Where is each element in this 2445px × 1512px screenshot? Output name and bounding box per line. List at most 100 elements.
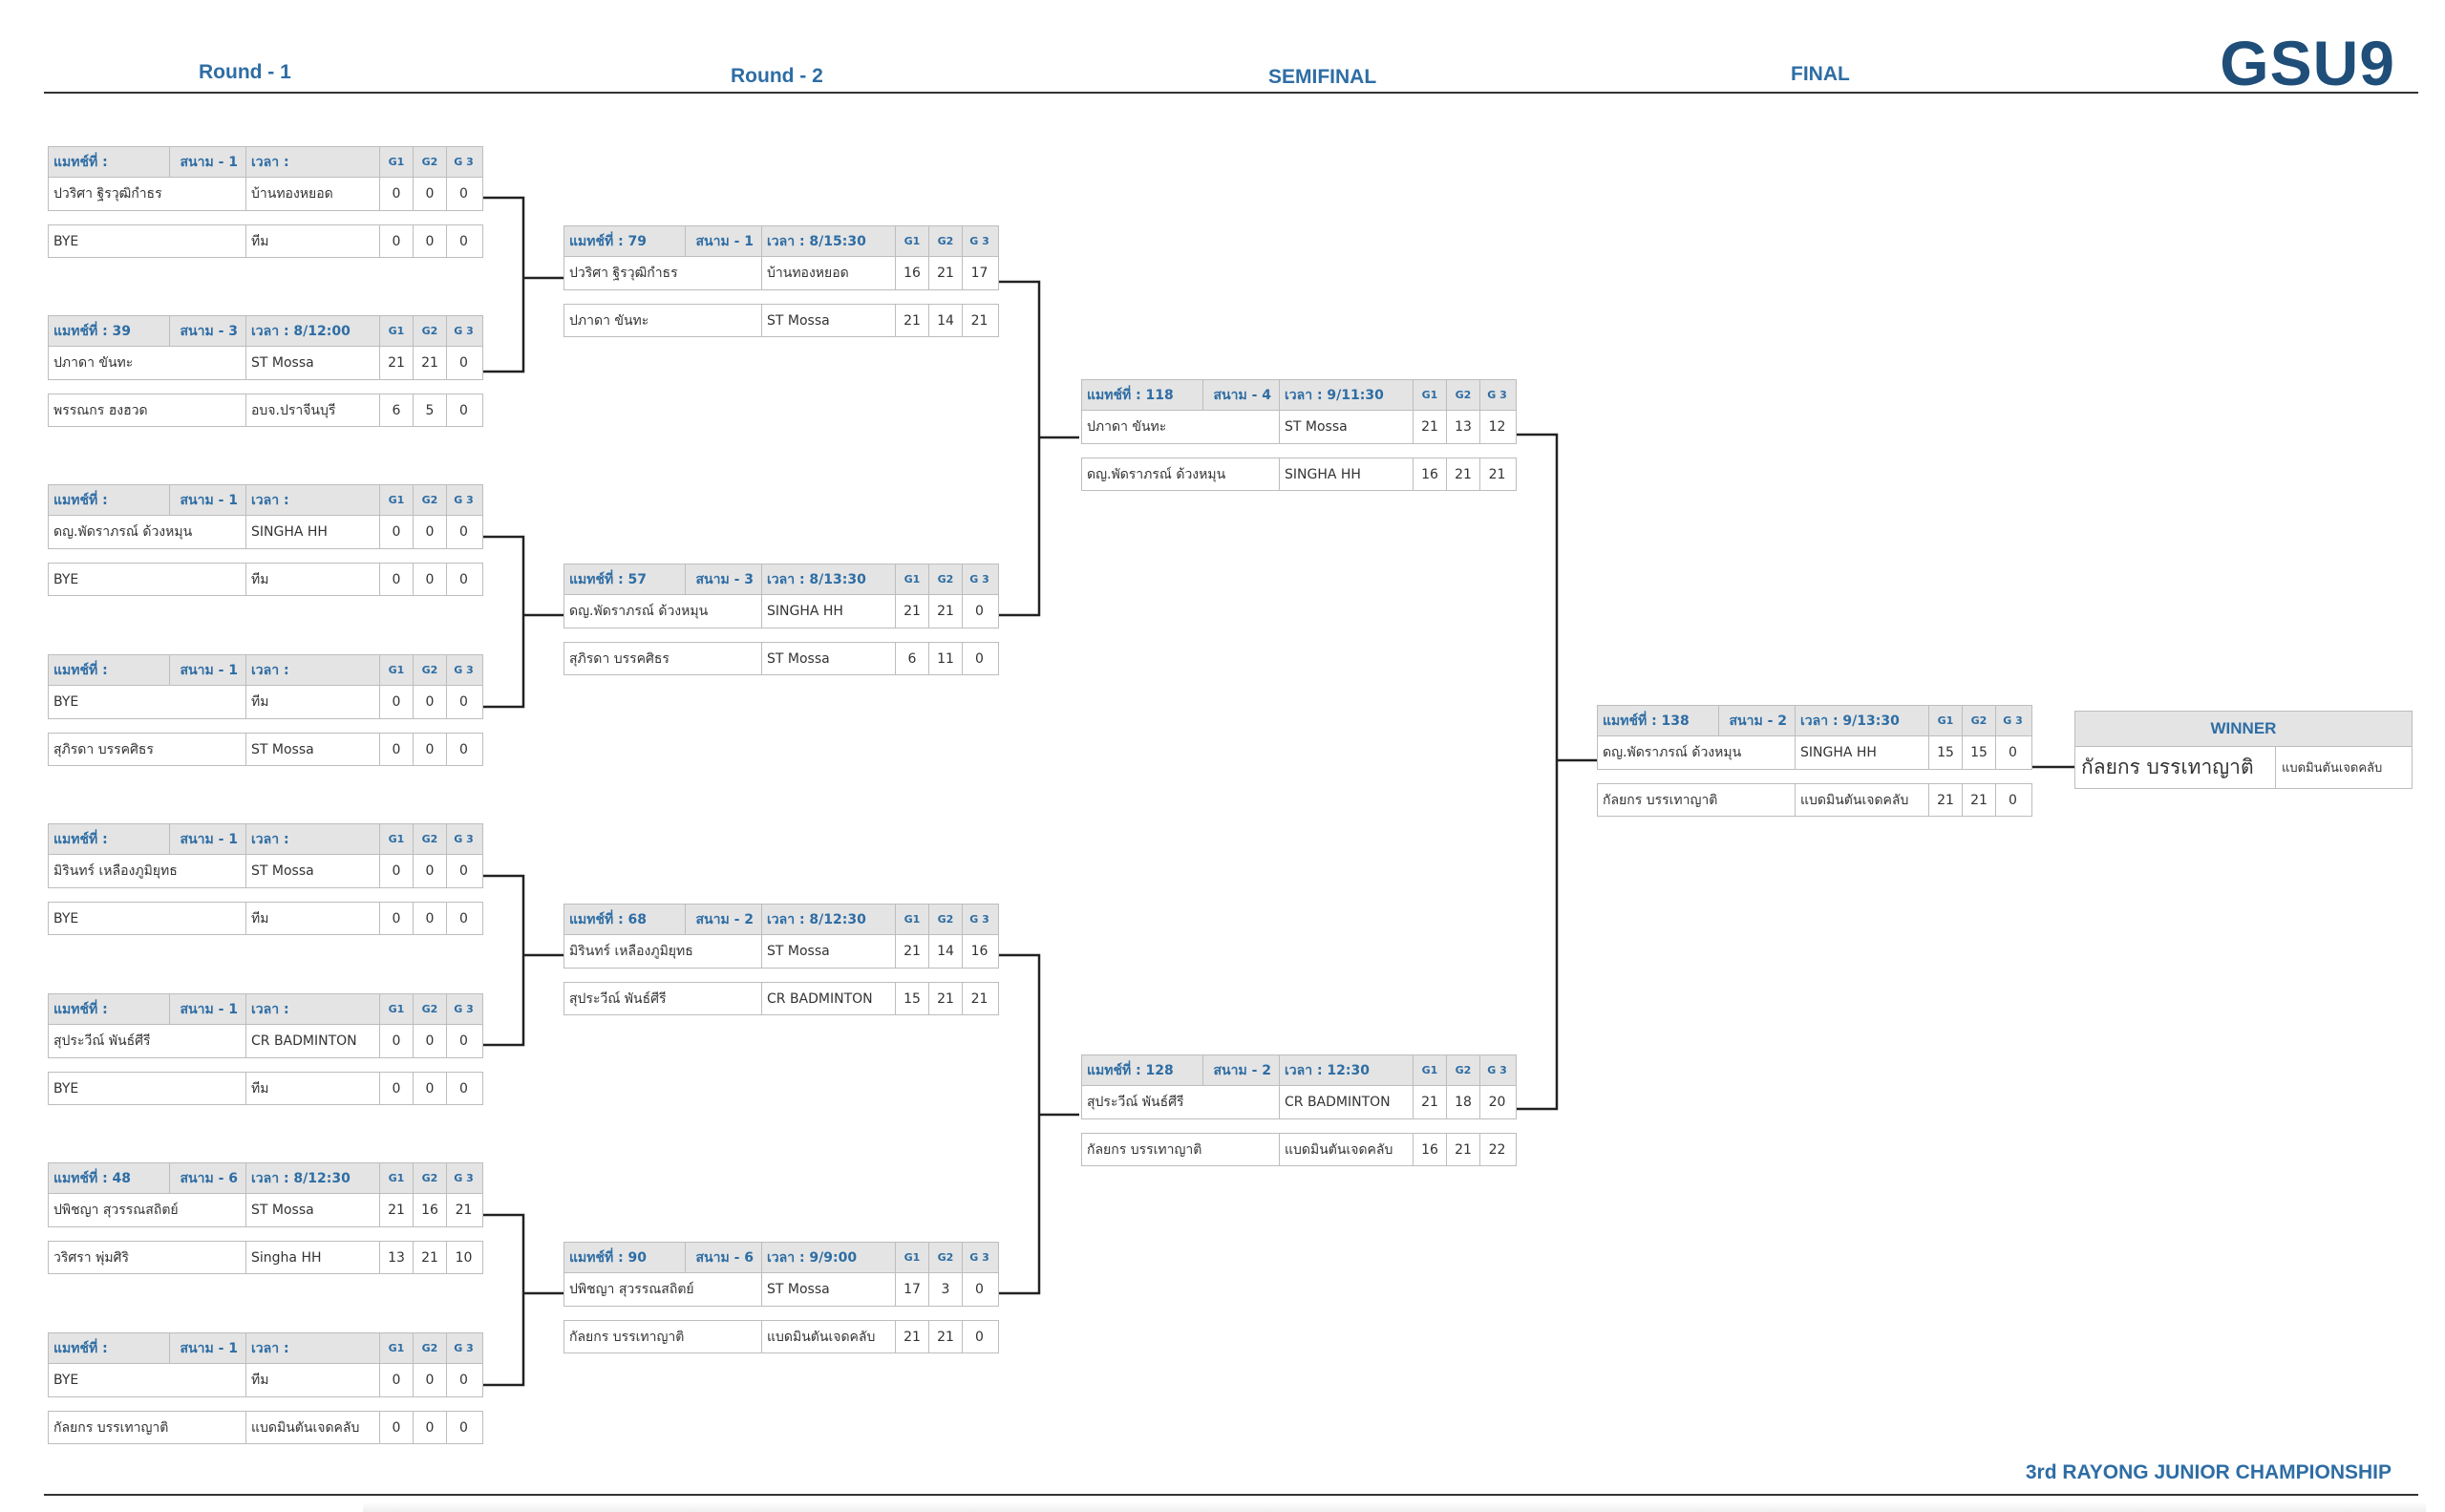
player-row: ปภาดา ขันทะ ST Mossa 21 21 0 (48, 347, 483, 380)
match-number: แมทช์ที่ : 48 (49, 1163, 170, 1193)
player-name: สุภิรดา บรรคศิธร (564, 643, 762, 674)
championship-footer: 3rd RAYONG JUNIOR CHAMPIONSHIP (2025, 1461, 2392, 1483)
player-name: สุประวีณ์ พันธ์ศีรี (564, 983, 762, 1014)
player-team: ทีม (246, 903, 380, 934)
player-team: ST Mossa (762, 1273, 896, 1306)
match-r2-4: แมทช์ที่ : 90 สนาม - 6 เวลา : 9/9:00 G1 … (563, 1242, 999, 1353)
match-header: แมทช์ที่ : 39 สนาม - 3 เวลา : 8/12:00 G1… (48, 315, 483, 347)
player-name: BYE (49, 1364, 246, 1396)
score-g3: 0 (459, 355, 468, 371)
match-header: แมทช์ที่ : สนาม - 1 เวลา : G1 G2 G 3 (48, 1332, 483, 1364)
score-g3: 21 (970, 990, 989, 1007)
player-row: BYE ทีม 0 0 0 (48, 224, 483, 258)
winner-row: กัลยกร บรรเทาญาติ แบดมินตันเจดคลับ (2074, 747, 2413, 789)
final-header: FINAL (1791, 63, 1850, 85)
connector-r1-b (483, 535, 525, 709)
match-header: แมทช์ที่ : 57 สนาม - 3 เวลา : 8/13:30 G1… (563, 564, 999, 595)
match-r1-2: แมทช์ที่ : 39 สนาม - 3 เวลา : 8/12:00 G1… (48, 315, 483, 427)
player-row: BYE ทีม 0 0 0 (48, 1072, 483, 1105)
score-g3: 0 (2009, 745, 2017, 760)
g1-label: G1 (896, 226, 929, 256)
g2-label: G2 (414, 316, 447, 346)
score-g1: 0 (380, 1073, 414, 1104)
score-g1: 21 (1929, 784, 1963, 816)
score-g2: 14 (929, 935, 963, 968)
score-g3: 0 (975, 650, 984, 667)
g3-label: G 3 (454, 156, 474, 168)
score-g3: 0 (2009, 792, 2017, 808)
match-number: แมทช์ที่ : 79 (564, 226, 686, 256)
match-time: เวลา : (246, 824, 380, 854)
g2-label: G2 (414, 1333, 447, 1363)
player-team: Singha HH (246, 1242, 380, 1273)
player-name: กัลยกร บรรเทาญาติ (1598, 784, 1796, 816)
match-header: แมทช์ที่ : 138 สนาม - 2 เวลา : 9/13:30 G… (1597, 705, 2032, 736)
player-row: ดญ.พัดราภรณ์ ด้วงหมุน SINGHA HH 0 0 0 (48, 516, 483, 549)
connector-r1-c (483, 874, 525, 1047)
score-g2: 0 (414, 1025, 447, 1057)
player-name: ดญ.พัดราภรณ์ ด้วงหมุน (1082, 458, 1280, 490)
g2-label: G2 (1447, 1055, 1480, 1085)
player-row: พรรณกร ฮงฮวด อบจ.ปราจีนบุรี 6 5 0 (48, 394, 483, 427)
score-g1: 0 (380, 564, 414, 595)
score-g2: 0 (414, 516, 447, 548)
player-name: ปพิชญา สุวรรณสถิตย์ (564, 1273, 762, 1306)
round1-header: Round - 1 (199, 61, 291, 83)
match-r2-3: แมทช์ที่ : 68 สนาม - 2 เวลา : 8/12:30 G1… (563, 904, 999, 1015)
match-header: แมทช์ที่ : สนาม - 1 เวลา : G1 G2 G 3 (48, 654, 483, 686)
player-team: ST Mossa (246, 1194, 380, 1226)
score-g3: 20 (1488, 1095, 1506, 1110)
score-g1: 0 (380, 734, 414, 765)
match-r2-1: แมทช์ที่ : 79 สนาม - 1 เวลา : 8/15:30 G1… (563, 225, 999, 337)
g3-label: G 3 (454, 1172, 474, 1184)
g2-label: G2 (414, 147, 447, 177)
court: สนาม - 1 (170, 147, 246, 177)
score-g1: 16 (1414, 1134, 1447, 1165)
score-g1: 15 (1929, 736, 1963, 769)
connector-r2-a (999, 280, 1041, 617)
score-g2: 21 (929, 1321, 963, 1352)
score-g1: 21 (380, 1194, 414, 1226)
match-final: แมทช์ที่ : 138 สนาม - 2 เวลา : 9/13:30 G… (1597, 705, 2032, 817)
match-number: แมทช์ที่ : 128 (1082, 1055, 1203, 1085)
score-g3: 0 (459, 910, 468, 926)
player-row: BYE ทีม 0 0 0 (48, 1364, 483, 1397)
g1-label: G1 (1414, 1055, 1447, 1085)
match-number: แมทช์ที่ : (49, 994, 170, 1024)
score-g2: 0 (414, 903, 447, 934)
player-name: ดญ.พัดราภรณ์ ด้วงหมุน (49, 516, 246, 548)
match-number: แมทช์ที่ : 138 (1598, 706, 1719, 735)
match-r1-4: แมทช์ที่ : สนาม - 1 เวลา : G1 G2 G 3 BYE… (48, 654, 483, 766)
match-header: แมทช์ที่ : 128 สนาม - 2 เวลา : 12:30 G1 … (1081, 1054, 1517, 1086)
score-g1: 0 (380, 903, 414, 934)
score-g3: 21 (1488, 466, 1506, 482)
player-name: วริศรา พุ่มศิริ (49, 1242, 246, 1273)
player-row: มิรินทร์ เหลืองภูมิยุทธ ST Mossa 0 0 0 (48, 855, 483, 888)
player-team: ST Mossa (246, 734, 380, 765)
match-time: เวลา : 8/13:30 (762, 564, 896, 594)
score-g1: 16 (1414, 458, 1447, 490)
score-g1: 16 (896, 257, 929, 289)
match-r1-1: แมทช์ที่ : สนาม - 1 เวลา : G1 G2 G 3 ปวร… (48, 146, 483, 258)
g3-label: G 3 (969, 1251, 989, 1264)
player-row: ปภาดา ขันทะ ST Mossa 21 14 21 (563, 304, 999, 337)
semifinal-header: SEMIFINAL (1268, 66, 1377, 88)
g2-label: G2 (929, 226, 963, 256)
match-time: เวลา : (246, 994, 380, 1024)
player-team: ทีม (246, 564, 380, 595)
score-g1: 21 (1414, 1086, 1447, 1118)
top-rule (44, 92, 2418, 94)
g2-label: G2 (1447, 380, 1480, 410)
score-g1: 21 (896, 595, 929, 628)
g2-label: G2 (929, 564, 963, 594)
score-g3: 0 (459, 863, 468, 879)
score-g3: 0 (459, 1419, 468, 1436)
player-team: SINGHA HH (762, 595, 896, 628)
match-header: แมทช์ที่ : 68 สนาม - 2 เวลา : 8/12:30 G1… (563, 904, 999, 935)
g2-label: G2 (414, 1163, 447, 1193)
score-g1: 0 (380, 1364, 414, 1396)
player-team: CR BADMINTON (762, 983, 896, 1014)
player-row: ปวริศา ฐิรวุฒิกำธร บ้านทองหยอด 0 0 0 (48, 178, 483, 211)
court: สนาม - 1 (686, 226, 762, 256)
player-team: แบดมินตันเจดคลับ (1796, 784, 1929, 816)
